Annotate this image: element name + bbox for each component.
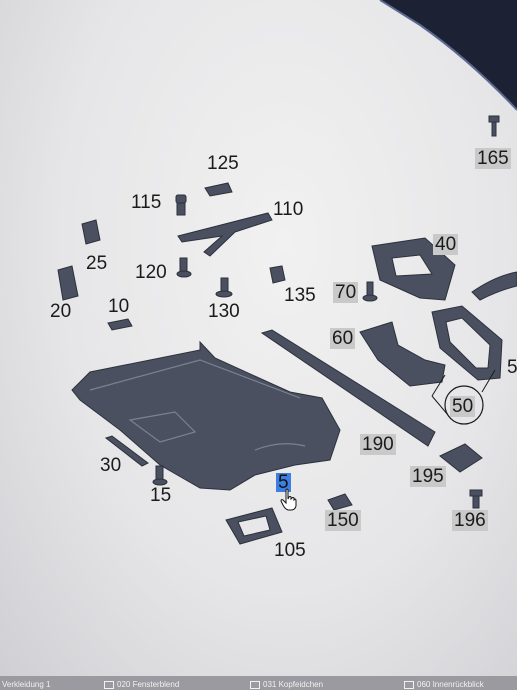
callout-165[interactable]: 165 [475,148,511,169]
callout-195[interactable]: 195 [410,466,446,487]
tab-verkleidung[interactable]: Verkleidung 1 [2,680,51,689]
callout-190[interactable]: 190 [360,434,396,455]
bottom-tab-bar [0,676,517,690]
callout-70[interactable]: 70 [333,282,359,303]
part-60[interactable] [359,321,446,387]
part-110[interactable] [177,212,273,257]
part-15[interactable] [152,465,168,486]
part-120[interactable] [176,257,192,278]
part-115[interactable] [175,194,187,216]
callout-20[interactable]: 20 [50,301,72,322]
callout-120[interactable]: 120 [135,262,167,283]
callout-105[interactable]: 105 [274,540,306,561]
part-195[interactable] [439,443,483,473]
tab-checkbox-icon [104,680,114,689]
callout-5-partial[interactable]: 5 [507,357,517,378]
tab-innenrueckblick[interactable]: 060 Innenrückblick [404,679,517,690]
part-20[interactable] [57,265,79,301]
callout-135[interactable]: 135 [284,285,316,306]
part-10[interactable] [107,318,133,331]
part-edge [471,271,517,301]
tab-fensterblend[interactable]: 020 Fensterblend [104,679,214,690]
hand-pointer-icon [280,488,297,511]
callout-5-selected[interactable]: 5 [276,472,291,493]
part-105[interactable] [225,507,283,545]
callout-50-circle [444,385,484,425]
part-165[interactable] [488,115,500,137]
callout-110[interactable]: 110 [273,199,304,220]
callout-15[interactable]: 15 [150,485,172,506]
tab-checkbox-icon [250,680,260,689]
part-70[interactable] [362,281,378,302]
callout-60[interactable]: 60 [330,328,356,349]
callout-50[interactable]: 50 [450,396,476,417]
part-30[interactable] [104,435,149,467]
part-135[interactable] [269,265,286,284]
part-196[interactable] [469,489,483,509]
part-5-headliner[interactable] [71,340,341,491]
callout-130[interactable]: 130 [208,301,240,322]
callout-115[interactable]: 115 [131,192,162,213]
callout-125[interactable]: 125 [207,153,239,174]
part-50-frame[interactable] [431,305,503,381]
part-130[interactable] [215,277,233,298]
callout-30[interactable]: 30 [100,455,122,476]
tab-checkbox-icon [404,680,414,689]
part-25[interactable] [81,219,101,245]
part-125[interactable] [204,182,233,197]
callout-196[interactable]: 196 [452,510,488,531]
callout-40[interactable]: 40 [433,234,459,255]
part-190[interactable] [260,329,436,447]
part-150[interactable] [327,493,353,511]
callout-25[interactable]: 25 [86,253,108,274]
callout-10[interactable]: 10 [108,296,130,317]
tab-kopfeidchen[interactable]: 031 Kopfeidchen [250,679,360,690]
callout-150[interactable]: 150 [325,510,361,531]
